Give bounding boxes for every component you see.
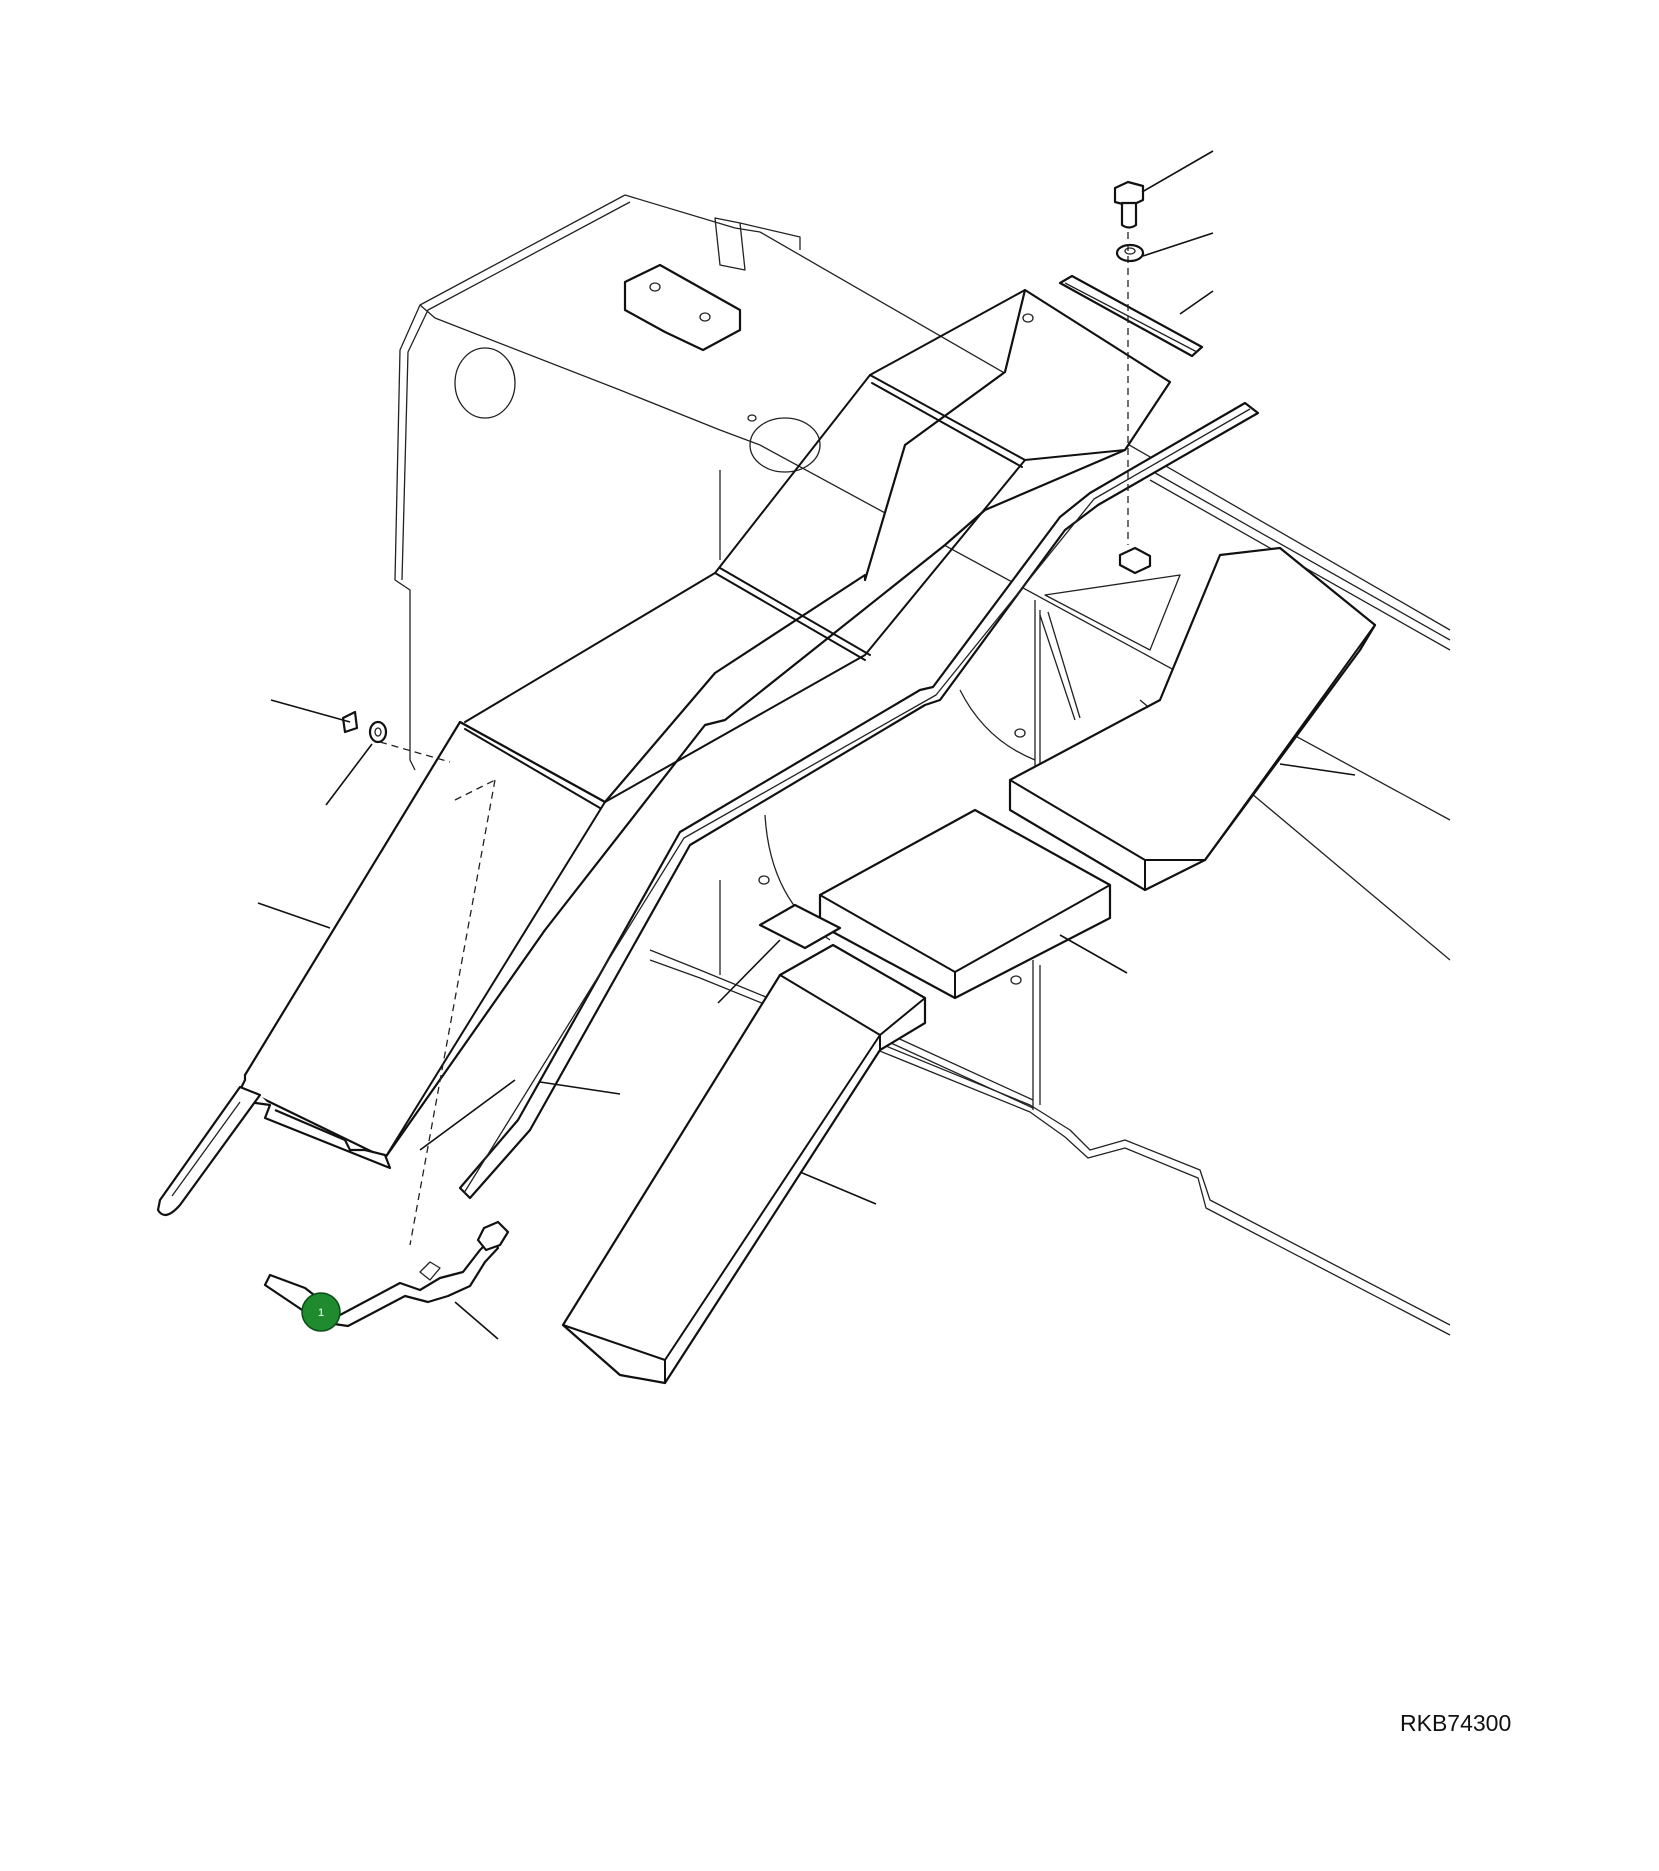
callout-marker-1: 1 [301,1292,341,1332]
slotted-bracket [156,1085,262,1217]
leader-trim-strip [539,1081,621,1095]
drawing-code: RKB74300 [1400,1710,1512,1736]
edge-trim-strip [458,401,1260,1200]
leader-tunnel-left [419,1079,516,1151]
callout-number: 1 [318,1307,324,1319]
leader-lines [257,150,1356,1340]
hex-bolt [1113,180,1145,229]
assembly-path-clip [379,741,451,763]
leader-washer [1142,232,1214,257]
leader-washer-left [325,743,373,806]
washer [1115,243,1145,263]
assembly-path-lever [409,779,496,1246]
tunnel-cover [233,288,1172,1170]
leader-clip-strip [1179,290,1214,315]
small-pad [758,903,842,950]
leader-front-mat [799,1171,877,1205]
frame-background [394,194,1451,1336]
clip-strip [1058,274,1204,358]
floor-mat-right [1008,546,1377,892]
assembly-path-slot [454,779,496,801]
leader-small-pad [717,939,781,1004]
leader-lever [454,1301,499,1340]
leader-bolt [1141,150,1214,193]
leader-tunnel-cover [257,902,331,929]
push-clip [341,710,388,744]
floor-mat-front [561,943,927,1385]
leader-right-mat [1279,763,1356,776]
leader-push-clip [270,699,351,723]
leader-center-mat [1059,934,1128,974]
